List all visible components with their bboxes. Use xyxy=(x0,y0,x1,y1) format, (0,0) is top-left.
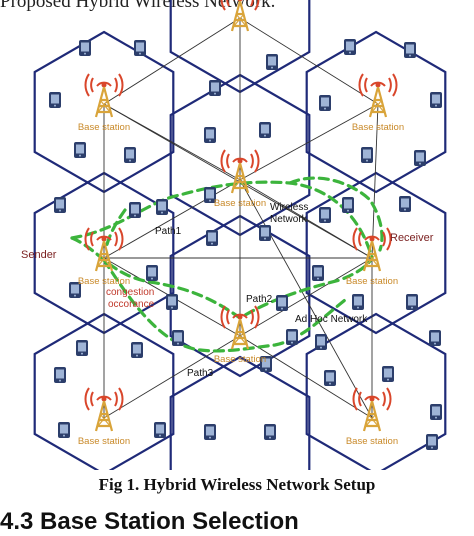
mobile-device xyxy=(264,424,276,440)
ad-hoc-network-label: Ad Hoc Network xyxy=(295,314,368,325)
mobile-device xyxy=(404,42,416,58)
tower-link xyxy=(103,335,241,419)
tower-link xyxy=(103,179,241,259)
tower-link xyxy=(103,17,241,105)
cell-hexagon xyxy=(305,30,447,194)
congestion-label-line2: occorance xyxy=(108,299,155,310)
mobile-device xyxy=(54,197,66,213)
routing-path xyxy=(102,258,347,353)
tower-link xyxy=(239,179,373,259)
cell-hexagon xyxy=(305,312,447,470)
cell-hexagon xyxy=(33,312,175,470)
mobile-device xyxy=(414,150,426,166)
mobile-device xyxy=(166,294,178,310)
mobile-device xyxy=(430,404,442,420)
mobile-device xyxy=(146,265,158,281)
mobile-device xyxy=(124,147,136,163)
base-station-label: Base station xyxy=(78,276,130,287)
mobile-device xyxy=(74,142,86,158)
diagram-labels: Sender Receiver congestion occorance Pat… xyxy=(21,202,434,379)
mobile-device xyxy=(76,340,88,356)
mobile-device xyxy=(286,329,298,345)
mobile-device xyxy=(361,147,373,163)
mobile-device xyxy=(259,122,271,138)
mobile-device xyxy=(49,92,61,108)
receiver-label: Receiver xyxy=(390,232,434,244)
mobile-device xyxy=(344,39,356,55)
mobile-device xyxy=(406,294,418,310)
mobile-device xyxy=(352,294,364,310)
mobile-device xyxy=(209,80,221,96)
wireless-network-line2: Network xyxy=(270,214,308,225)
mobile-device xyxy=(266,54,278,70)
mobile-device xyxy=(429,330,441,346)
mobile-device xyxy=(154,422,166,438)
base-station-label: Base station xyxy=(346,436,398,447)
tower-link xyxy=(371,103,379,259)
base-station-label: Base station xyxy=(352,122,404,133)
mobile-device xyxy=(319,95,331,111)
tower-link xyxy=(239,103,379,181)
base-station-label: Base station xyxy=(346,276,398,287)
routing-path xyxy=(288,176,384,252)
cell-hexagon xyxy=(305,171,447,335)
path1-label: Path1 xyxy=(155,226,182,237)
mobile-device xyxy=(276,295,288,311)
tower-link xyxy=(239,17,379,105)
mobile-device xyxy=(315,334,327,350)
tower-link xyxy=(239,257,373,337)
mobile-device xyxy=(79,40,91,56)
mobile-device xyxy=(54,367,66,383)
mobile-device xyxy=(426,434,438,450)
section-heading: 4.3 Base Station Selection xyxy=(0,508,299,535)
mobile-device xyxy=(259,225,271,241)
cell-hexagon xyxy=(169,355,311,470)
mobile-device xyxy=(342,197,354,213)
path2-label: Path2 xyxy=(246,294,273,305)
mobile-device xyxy=(172,330,184,346)
routing-path xyxy=(104,208,127,250)
base-station-label: Base station xyxy=(78,436,130,447)
cell-hexagon xyxy=(169,214,311,378)
sender-label: Sender xyxy=(21,249,57,261)
base-station-label: Base station xyxy=(78,122,130,133)
mobile-device xyxy=(131,342,143,358)
mobile-device xyxy=(156,199,168,215)
top-text: Proposed Hybrid Wireless Network. xyxy=(0,0,276,12)
tower-link xyxy=(239,179,373,419)
mobile-device xyxy=(206,230,218,246)
mobile-device xyxy=(430,92,442,108)
mobile-device xyxy=(319,207,331,223)
congestion-label-line1: congestion xyxy=(106,287,154,298)
mobile-device xyxy=(204,127,216,143)
wireless-network-line1: Wireless xyxy=(270,202,308,213)
base-station-label: Base station xyxy=(214,354,266,365)
mobile-device xyxy=(58,422,70,438)
mobile-device xyxy=(399,196,411,212)
base-station-label: Base station xyxy=(214,198,266,209)
mobile-device xyxy=(134,40,146,56)
tower-link xyxy=(239,335,373,419)
path3-label: Path3 xyxy=(187,368,214,379)
mobile-device xyxy=(382,366,394,382)
mobile-device xyxy=(312,265,324,281)
mobile-device xyxy=(204,424,216,440)
figure-caption: Fig 1. Hybrid Wireless Network Setup xyxy=(98,475,376,494)
mobile-device xyxy=(324,370,336,386)
mobile-device xyxy=(129,202,141,218)
